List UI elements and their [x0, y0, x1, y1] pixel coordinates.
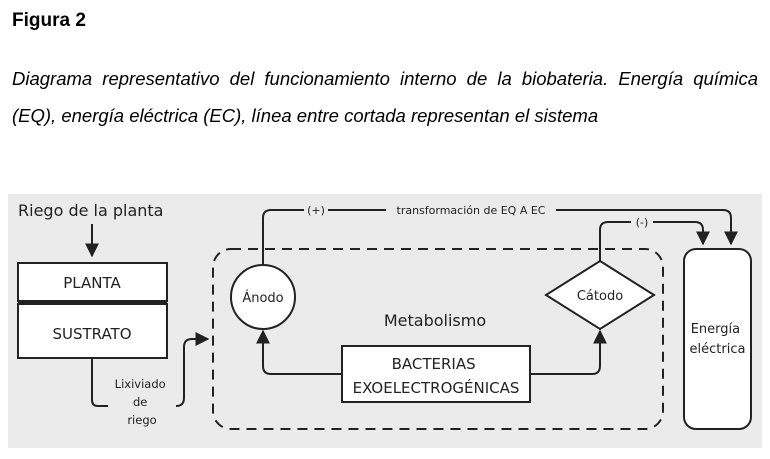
- positive-label-bg: [304, 202, 328, 218]
- plant-label: PLANTA: [63, 274, 121, 292]
- cathode-diamond: [544, 259, 656, 331]
- leachate-line-1: Lixiviado: [115, 377, 166, 391]
- energy-line-2: eléctrica: [690, 342, 746, 357]
- energy-line-1: Energía: [691, 322, 740, 337]
- bacteria-box: [341, 345, 531, 403]
- biobattery-diagram: Riego de la planta PLANTA SUSTRATO Lixiv…: [8, 194, 762, 448]
- bacteria-to-anode-arrow: [256, 329, 342, 375]
- anode-label: Ánodo: [242, 290, 283, 306]
- figure-caption: Diagrama representativo del funcionamien…: [12, 68, 758, 126]
- electric-energy-label: Energía eléctrica: [690, 322, 746, 357]
- leachate-label: Lixiviado de riego: [115, 377, 170, 427]
- leachate-line-2: de: [133, 395, 147, 409]
- plant-box: [17, 262, 168, 302]
- system-boundary: [212, 248, 664, 430]
- substrate-box: [17, 303, 168, 359]
- figure-label: Figura 2: [12, 10, 86, 31]
- negative-label: (-): [636, 216, 649, 229]
- bacteria-to-cathode-arrow: [530, 329, 607, 375]
- substrate-label: SUSTRATO: [52, 325, 131, 343]
- metabolism-label: Metabolismo: [384, 311, 486, 330]
- negative-label-bg: [631, 214, 653, 230]
- bacteria-line-1: BACTERIAS: [392, 355, 476, 373]
- irrigation-label: Riego de la planta: [18, 201, 163, 220]
- leachate-line-3: riego: [127, 413, 156, 427]
- leachate-arrow: [175, 332, 210, 407]
- leachate-path: [91, 359, 108, 407]
- electric-energy-box: [683, 248, 752, 430]
- bacteria-label: BACTERIAS EXOELECTROGÉNICAS: [353, 355, 520, 397]
- transformation-label-bg: [386, 202, 556, 218]
- positive-label: (+): [307, 204, 325, 217]
- cathode-label: Cátodo: [577, 289, 623, 304]
- transformation-label: transformación de EQ A EC: [397, 204, 546, 217]
- bacteria-line-2: EXOELECTROGÉNICAS: [353, 378, 520, 397]
